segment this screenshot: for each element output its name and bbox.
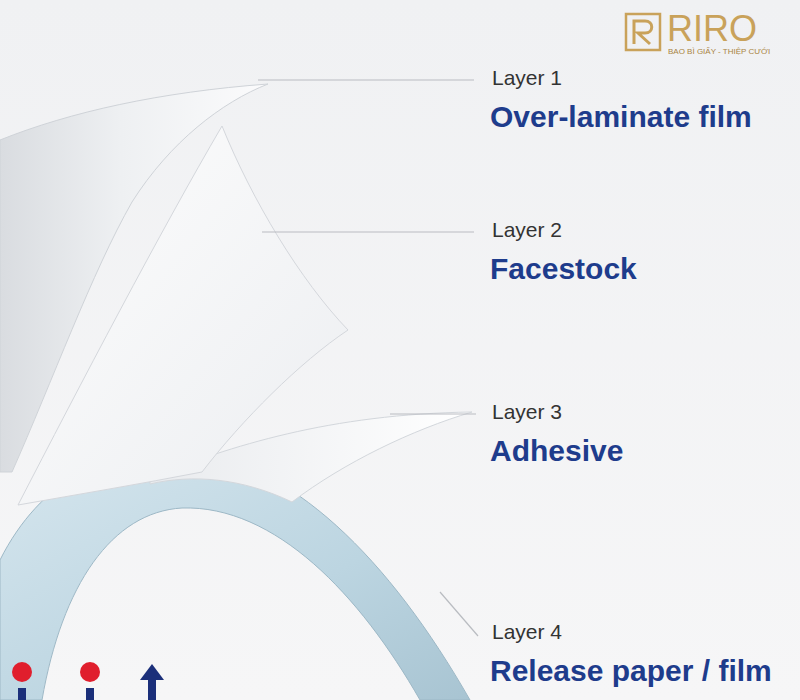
leader-line <box>390 413 476 414</box>
layer-name: Release paper / film <box>490 654 772 689</box>
layer-name: Adhesive <box>490 434 623 469</box>
layer-number: Layer 1 <box>492 66 562 90</box>
logo-mark <box>626 14 660 50</box>
brand-tagline: BAO BÌ GIẤY - THIỆP CƯỚI <box>668 47 770 56</box>
layer-number: Layer 4 <box>492 620 562 644</box>
decoration <box>12 662 164 700</box>
layer-number: Layer 3 <box>492 400 562 424</box>
layer-name: Facestock <box>490 252 637 287</box>
layer-number: Layer 2 <box>492 218 562 242</box>
brand-name: RIRO <box>667 8 757 49</box>
layer-name: Over-laminate film <box>490 100 752 135</box>
leader-line <box>258 79 474 80</box>
leader-line <box>440 592 478 636</box>
facestock-sheet <box>18 126 348 505</box>
leader-line <box>262 231 474 232</box>
